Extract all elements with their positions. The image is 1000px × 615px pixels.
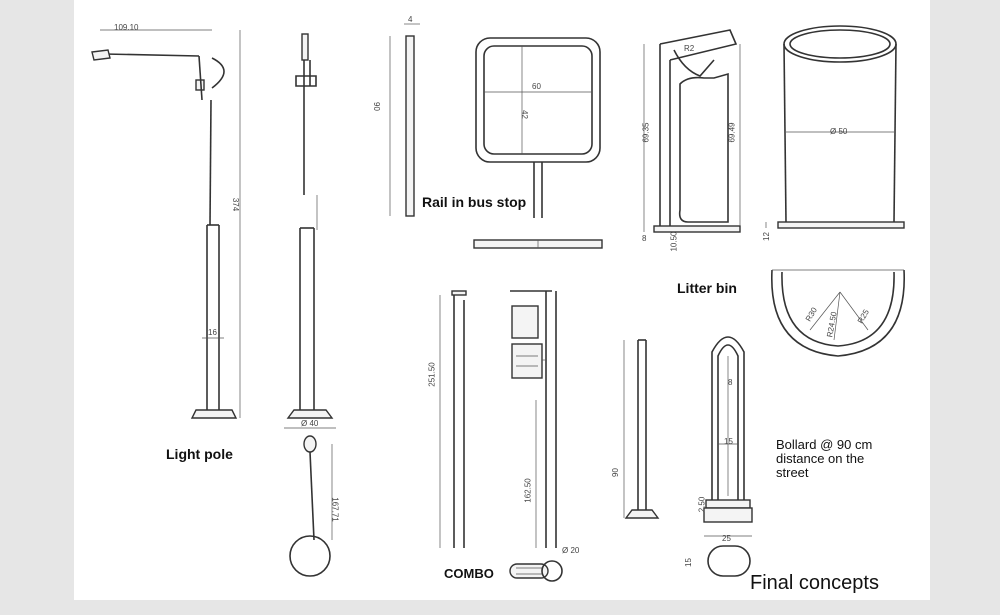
dim-pole-base: 16 — [208, 328, 217, 337]
dim-bollard-inner: 8 — [728, 378, 733, 387]
litter-bin-top-view — [771, 269, 905, 357]
litter-bin-side-view — [643, 29, 741, 233]
dim-rail-inner: 42 — [519, 110, 529, 119]
dim-rail-width: 60 — [532, 82, 541, 91]
dim-bin-slot: R2 — [684, 44, 695, 53]
drawing-sheet: 109.10 374 16 Ø 40 167.71 4 90 60 42 R2 … — [74, 0, 930, 600]
dim-bin-base-step: 10.50 — [669, 231, 679, 252]
dim-rail-height: 90 — [371, 102, 381, 111]
rail-side-view — [389, 23, 420, 217]
dim-bollard-width: 15 — [724, 437, 733, 446]
dim-pole-diameter: Ø 40 — [301, 419, 319, 428]
dim-rail-top: 4 — [408, 15, 413, 24]
technical-drawing — [91, 23, 905, 582]
dim-bollard-height: 90 — [610, 468, 620, 477]
rail-front-view — [473, 37, 603, 249]
dim-pole-offset: 167.71 — [330, 497, 340, 522]
caption-bollard-line1: Bollard @ 90 cm — [776, 437, 873, 452]
dim-bollard-base-h: 15 — [683, 558, 693, 567]
light-pole-side-view — [286, 33, 334, 419]
light-pole-front-view — [91, 29, 241, 419]
combo-side-view — [439, 290, 467, 548]
dim-combo-diameter: Ø 20 — [562, 546, 580, 555]
dim-pole-arm: 109.10 — [114, 23, 139, 32]
dim-bin-diameter: Ø 50 — [830, 127, 848, 136]
dim-bin-base-right: 12 — [761, 232, 771, 241]
dim-bin-height-left: 69.35 — [641, 122, 651, 143]
caption-bollard: Bollard @ 90 cm distance on the street — [776, 438, 872, 480]
light-pole-top-view — [284, 427, 336, 577]
caption-litter-bin: Litter bin — [677, 280, 737, 296]
caption-light-pole: Light pole — [166, 446, 233, 462]
combo-top-view — [509, 560, 563, 582]
caption-combo: COMBO — [444, 566, 494, 581]
caption-final-concepts: Final concepts — [750, 572, 879, 594]
caption-rail-bus-stop: Rail in bus stop — [422, 194, 527, 210]
dim-bollard-small: 2.50 — [697, 496, 707, 513]
combo-front-view — [510, 290, 557, 548]
dim-bin-height-right: 69.49 — [727, 122, 737, 143]
bollard-front-view — [703, 336, 753, 577]
bollard-side-view — [623, 339, 660, 519]
dim-combo-mid: 162.50 — [523, 478, 533, 503]
dim-pole-height: 374 — [231, 197, 241, 212]
dim-bollard-base: 25 — [722, 534, 731, 543]
dim-combo-height: 251.50 — [427, 362, 437, 387]
caption-bollard-line2: distance on the — [776, 451, 865, 466]
dim-bin-base-left: 8 — [642, 234, 647, 243]
litter-bin-front-view — [765, 25, 905, 229]
caption-bollard-line3: street — [776, 465, 809, 480]
